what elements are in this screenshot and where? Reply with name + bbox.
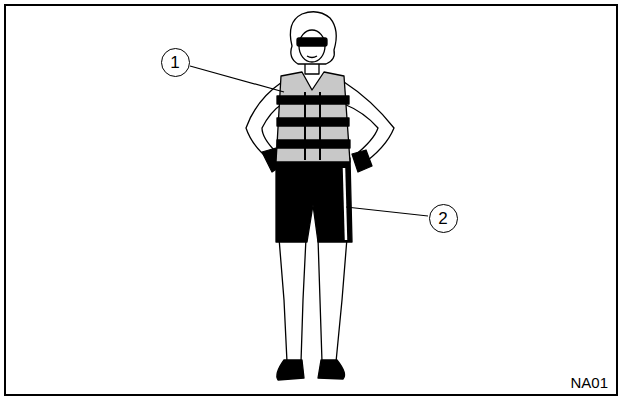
person-figure xyxy=(246,12,394,380)
leader-line xyxy=(346,207,428,216)
callout-number: 1 xyxy=(170,54,179,71)
leader-line xyxy=(190,66,284,92)
callout-circle: 2 xyxy=(429,204,458,233)
frame xyxy=(5,5,617,395)
leader-lines xyxy=(190,66,428,216)
callout-number: 2 xyxy=(438,210,447,227)
callout-circle: 1 xyxy=(161,48,190,77)
figure-code: NA01 xyxy=(570,374,608,391)
